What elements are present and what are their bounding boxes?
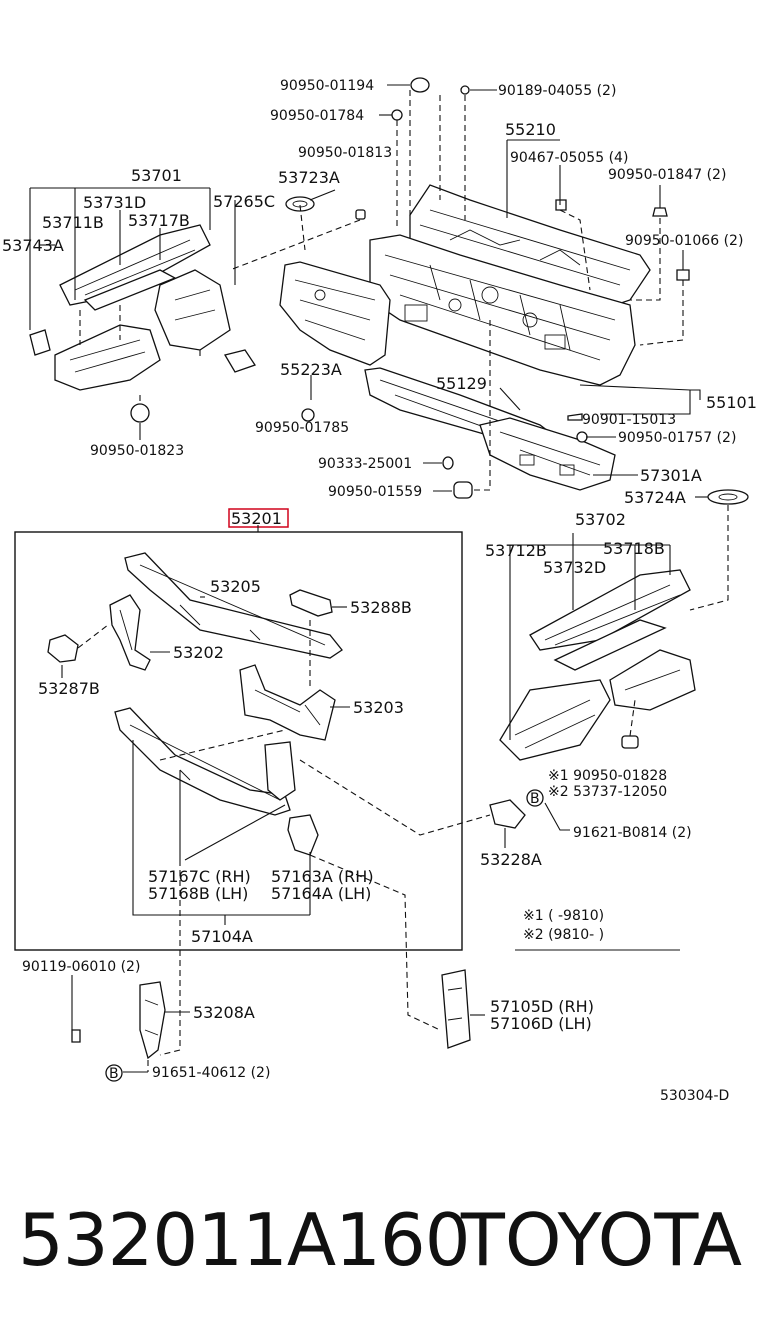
label-90333-25001: 90333-25001	[318, 456, 412, 472]
label-55129: 55129	[436, 374, 487, 393]
label-90950-01823: 90950-01823	[90, 443, 184, 459]
label-57265c: 57265C	[213, 192, 275, 211]
label-90189-04055: 90189-04055 (2)	[498, 83, 616, 99]
label-53228a: 53228A	[480, 850, 542, 869]
label-90950-01066: 90950-01066 (2)	[625, 233, 743, 249]
label-57167c: 57167C (RH)	[148, 867, 251, 886]
label-55101: 55101	[706, 393, 757, 412]
label-53288b: 53288B	[350, 598, 412, 617]
label-53203: 53203	[353, 698, 404, 717]
radiator-support-parts	[47, 552, 343, 856]
label-53711b: 53711B	[42, 213, 104, 232]
label-57301a: 57301A	[640, 466, 702, 485]
left-apron-53701	[29, 224, 257, 391]
dash-panel-assembly	[279, 184, 651, 491]
circle-b-marker-lower	[105, 1064, 123, 1082]
label-53287b: 53287B	[38, 679, 100, 698]
circle-b-label-lower: B	[109, 1066, 119, 1082]
label-legend-2: ※2 (9810- )	[523, 927, 604, 943]
label-55223a: 55223A	[280, 360, 342, 379]
circle-b-marker	[526, 789, 544, 807]
label-53732d: 53732D	[543, 558, 606, 577]
label-legend-1: ※1 ( -9810)	[523, 908, 604, 924]
label-55210: 55210	[505, 120, 556, 139]
footer-caption: 532011A160 TOYOTA	[0, 1185, 760, 1295]
diagram-code: 530304-D	[660, 1088, 729, 1104]
label-53208a: 53208A	[193, 1003, 255, 1022]
label-90467-05055: 90467-05055 (4)	[510, 150, 628, 166]
label-90950-01847: 90950-01847 (2)	[608, 167, 726, 183]
label-53205: 53205	[210, 577, 261, 596]
footer-brand: TOYOTA	[460, 1198, 742, 1282]
part-labels: 90950-01194 90189-04055 (2) 90950-01784 …	[2, 78, 757, 1104]
label-90950-01784: 90950-01784	[270, 108, 364, 124]
label-57106d: 57106D (LH)	[490, 1014, 592, 1033]
label-53723a: 53723A	[278, 168, 340, 187]
label-53712b: 53712B	[485, 541, 547, 560]
label-note2-part: ※2 53737-12050	[548, 784, 667, 800]
label-53731d: 53731D	[83, 193, 146, 212]
footer-part-number: 532011A160	[18, 1198, 471, 1282]
label-53201: 53201	[231, 509, 282, 528]
label-90950-01757: 90950-01757 (2)	[618, 430, 736, 446]
label-53702: 53702	[575, 510, 626, 529]
lower-parts	[71, 799, 526, 1060]
circle-b-label: B	[530, 791, 540, 807]
label-90950-01785: 90950-01785	[255, 420, 349, 436]
label-91621-b0814: 91621-B0814 (2)	[573, 825, 692, 841]
label-57105d: 57105D (RH)	[490, 997, 594, 1016]
label-90950-01194: 90950-01194	[280, 78, 374, 94]
leader-lines	[29, 84, 729, 1073]
label-90950-01559: 90950-01559	[328, 484, 422, 500]
label-53701: 53701	[131, 166, 182, 185]
label-53743a: 53743A	[2, 236, 64, 255]
label-57164a: 57164A (LH)	[271, 884, 371, 903]
label-53718b: 53718B	[603, 539, 665, 558]
label-57168b: 57168B (LH)	[148, 884, 248, 903]
label-57163a: 57163A (RH)	[271, 867, 374, 886]
fasteners-top	[130, 77, 749, 505]
label-53202: 53202	[173, 643, 224, 662]
label-57104a: 57104A	[191, 927, 253, 946]
label-53717b: 53717B	[128, 211, 190, 230]
label-90950-01813: 90950-01813	[298, 145, 392, 161]
right-apron-53702	[499, 569, 696, 761]
label-90901-15013: 90901-15013	[582, 412, 676, 428]
label-90119-06010: 90119-06010 (2)	[22, 959, 140, 975]
label-91651-40612: 91651-40612 (2)	[152, 1065, 270, 1081]
label-53724a: 53724A	[624, 488, 686, 507]
label-note1-part: ※1 90950-01828	[548, 768, 667, 784]
radiator-support-frame	[14, 531, 463, 951]
